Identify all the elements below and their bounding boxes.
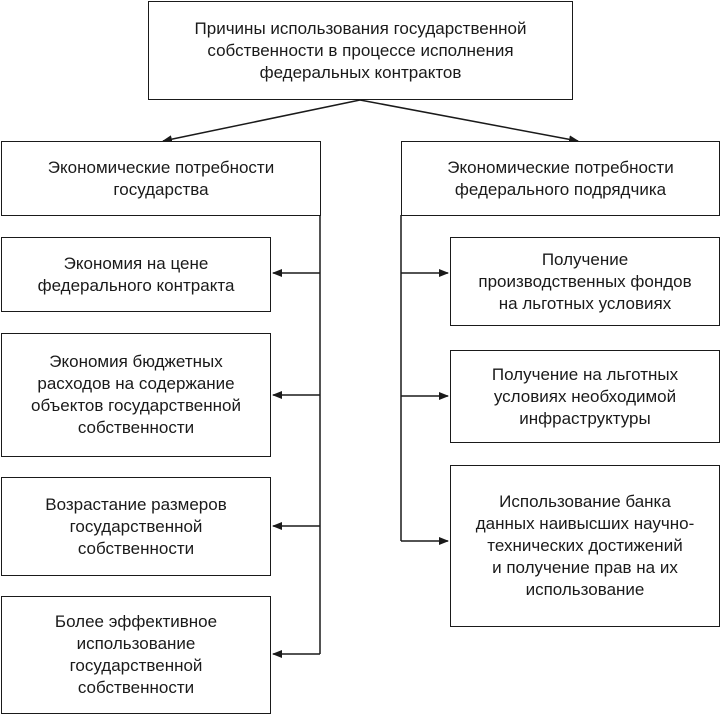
right-item-3-line-2: данных наивысших научно-	[475, 514, 695, 533]
left-item-2-line-4: собственности	[77, 418, 195, 437]
left-item-3-line-2: государственной	[69, 516, 203, 536]
left-item-2: Экономия бюджетных расходов на содержани…	[1, 333, 271, 457]
right-item-3-line-3: технических достижений	[487, 536, 683, 555]
right-item-2-line-2: условиях необходимой	[493, 386, 677, 406]
right-header-box: Экономические потребности федерального п…	[401, 141, 720, 216]
left-item-4-line-3: государственной	[69, 656, 203, 675]
left-item-2-line-3: объектов государственной	[31, 396, 241, 415]
left-item-3-line-3: собственности	[77, 538, 195, 558]
right-item-1-line-3: на льготных условиях	[498, 293, 672, 313]
root-box: Причины использования государственной со…	[148, 1, 573, 100]
left-item-4-line-4: собственности	[77, 678, 195, 697]
right-item-2: Получение на льготных условиях необходим…	[450, 350, 720, 443]
left-item-1-line-1: Экономия на цене	[63, 253, 209, 273]
left-header-box: Экономические потребности государства	[1, 141, 321, 216]
left-item-1: Экономия на цене федерального контракта	[1, 237, 271, 312]
left-item-3-line-1: Возрастание размеров	[45, 494, 227, 514]
right-item-1-line-2: производственных фондов	[478, 271, 692, 291]
right-item-3-line-1: Использование банка	[499, 492, 671, 511]
left-item-2-line-1: Экономия бюджетных	[49, 352, 223, 371]
root-line-1: Причины использования государственной	[194, 18, 527, 38]
left-item-4: Более эффективное использование государс…	[1, 596, 271, 714]
right-item-2-line-1: Получение на льготных	[491, 364, 679, 384]
arrow-root-to-left-header	[162, 99, 361, 144]
left-header-line-2: государства	[113, 179, 209, 199]
left-item-3: Возрастание размеров государственной соб…	[1, 477, 271, 576]
root-line-3: федеральных контрактов	[259, 62, 462, 82]
left-header-line-1: Экономические потребности	[47, 157, 275, 177]
right-item-3-line-5: использование	[525, 580, 645, 599]
right-item-3: Использование банка данных наивысших нау…	[450, 465, 720, 627]
left-item-2-line-2: расходов на содержание	[37, 374, 235, 393]
arrow-root-to-right-header	[359, 99, 579, 144]
right-item-2-line-3: инфраструктуры	[519, 408, 651, 428]
right-header-line-1: Экономические потребности	[447, 157, 674, 177]
left-item-4-line-1: Более эффективное	[54, 612, 218, 631]
left-item-1-line-2: федерального контракта	[37, 275, 235, 295]
left-item-4-line-2: использование	[76, 634, 196, 653]
right-item-3-line-4: и получение прав на их	[492, 558, 678, 577]
right-item-1-line-1: Получение	[541, 249, 629, 269]
right-item-1: Получение производственных фондов на льг…	[450, 237, 720, 326]
root-line-2: собственности в процессе исполнения	[207, 40, 514, 60]
right-header-line-2: федерального подрядчика	[454, 179, 667, 199]
